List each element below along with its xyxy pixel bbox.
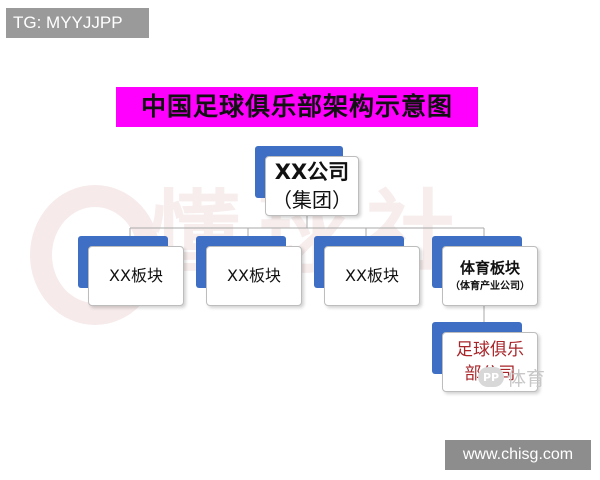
diagram-title: 中国足球俱乐部架构示意图 (116, 87, 478, 127)
node-card: XX板块 (206, 246, 302, 306)
segment-node-label: XX板块 (227, 266, 281, 285)
segment-node-sublabel: （体育产业公司） (450, 281, 530, 292)
pp-logo-icon: PP (478, 367, 504, 387)
segment-node-3: XX板块 (314, 236, 420, 306)
club-node: 足球俱乐 部公司 (432, 322, 538, 392)
node-card: XX板块 (324, 246, 420, 306)
segment-node-label: XX板块 (345, 266, 399, 285)
footer-url-watermark: www.chisg.com (445, 440, 591, 470)
node-card: XX公司 （集团） (265, 156, 359, 216)
segment-node-1: XX板块 (78, 236, 184, 306)
segment-node-label: 体育板块 (459, 259, 520, 277)
segment-node-label: XX板块 (109, 266, 163, 285)
root-node-label: XX公司 (274, 160, 350, 184)
pp-sports-logo: PP 体育 (478, 366, 546, 390)
corner-tag: TG: MYYJJPP (6, 8, 149, 38)
pp-logo-text: 体育 (507, 367, 546, 390)
node-card: XX板块 (88, 246, 184, 306)
club-node-label: 足球俱乐 (456, 340, 524, 360)
root-node-sublabel: （集团） (272, 188, 352, 212)
node-card: 足球俱乐 部公司 (442, 332, 538, 392)
segment-node-sports: 体育板块 （体育产业公司） (432, 236, 538, 306)
node-card: 体育板块 （体育产业公司） (442, 246, 538, 306)
segment-node-2: XX板块 (196, 236, 302, 306)
root-node-group-company: XX公司 （集团） (255, 146, 359, 216)
